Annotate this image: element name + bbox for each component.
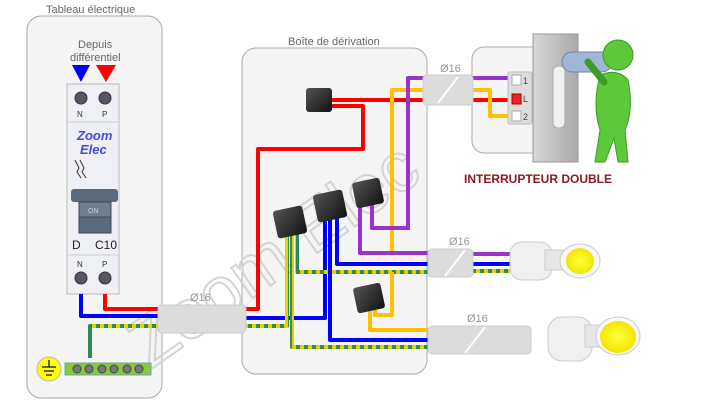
terminal-1: 1 [523, 76, 528, 86]
terminal-p-bottom: P [102, 260, 107, 269]
source-label-1: Depuis [78, 39, 113, 51]
wire-earth-feed [88, 324, 160, 358]
green-figure-icon [584, 39, 634, 163]
bulb-icon [600, 321, 636, 353]
wire-phase-feed [103, 294, 160, 311]
conduit-main [157, 304, 247, 334]
switch-title: INTERRUPTEUR DOUBLE [464, 172, 612, 186]
lamp-1 [509, 241, 601, 281]
connector-phase [306, 88, 332, 112]
brand-line-2: Elec [80, 142, 108, 157]
conduit-switch-label: Ø16 [440, 63, 461, 75]
wire-neutral [244, 200, 327, 320]
terminal-l: L [523, 94, 528, 104]
wire-return-1 [390, 88, 430, 255]
wire-neutral-feed [79, 294, 160, 318]
wire-return-2 [358, 205, 428, 255]
connector-return [352, 177, 384, 209]
conduit-lamp1-label: Ø16 [449, 236, 470, 248]
terminal-n-top: N [77, 110, 83, 119]
switch-symbol-icon [74, 159, 87, 179]
conduit-main-label: Ø16 [190, 292, 211, 304]
junction-box-title: Boîte de dérivation [288, 36, 380, 48]
connector-earth [272, 205, 308, 239]
brand-line-1: Zoom [76, 128, 113, 143]
connectors [272, 88, 385, 314]
panel-source: Depuis différentiel [70, 39, 121, 82]
switch-plate[interactable] [532, 33, 613, 163]
breaker-curve: D [72, 238, 81, 252]
terminal-n-bottom: N [77, 260, 83, 269]
phase-arrow-icon [96, 65, 116, 82]
breaker-state: ON [88, 208, 99, 215]
connector-neutral [312, 189, 348, 223]
conduits: Ø16 Ø16 Ø16 Ø16 [157, 63, 532, 355]
conduit-lamp2-label: Ø16 [467, 313, 488, 325]
wires [79, 76, 530, 358]
source-label-2: différentiel [70, 52, 121, 64]
wire-earth [244, 220, 289, 328]
terminal-2: 2 [523, 112, 528, 122]
breaker-rating: C10 [95, 238, 117, 252]
earth-bar [36, 356, 152, 382]
neutral-arrow-icon [72, 65, 90, 82]
conduit-lamp2 [427, 325, 532, 355]
connector-return-2 [353, 282, 385, 314]
lamp-2 [547, 316, 641, 362]
earth-icon [36, 356, 62, 382]
bulb-icon [566, 248, 594, 274]
panel-title: Tableau électrique [46, 4, 135, 16]
toggle-lever[interactable] [71, 189, 118, 202]
conduit-lamp1 [427, 248, 474, 278]
circuit-breaker: N P Zoom Elec ON D C10 N P [66, 83, 120, 295]
terminal-p-top: P [102, 110, 107, 119]
wire-phase [244, 104, 365, 311]
switch-terminals: 1 L 2 [507, 71, 533, 125]
